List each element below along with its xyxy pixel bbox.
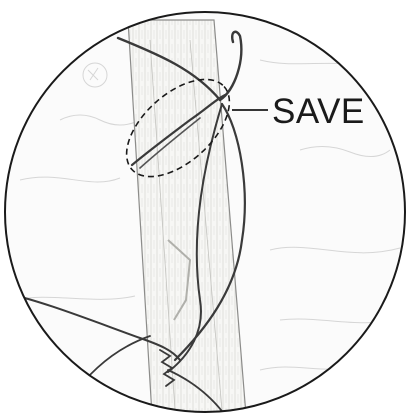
callout-label: SAVE xyxy=(272,92,365,131)
